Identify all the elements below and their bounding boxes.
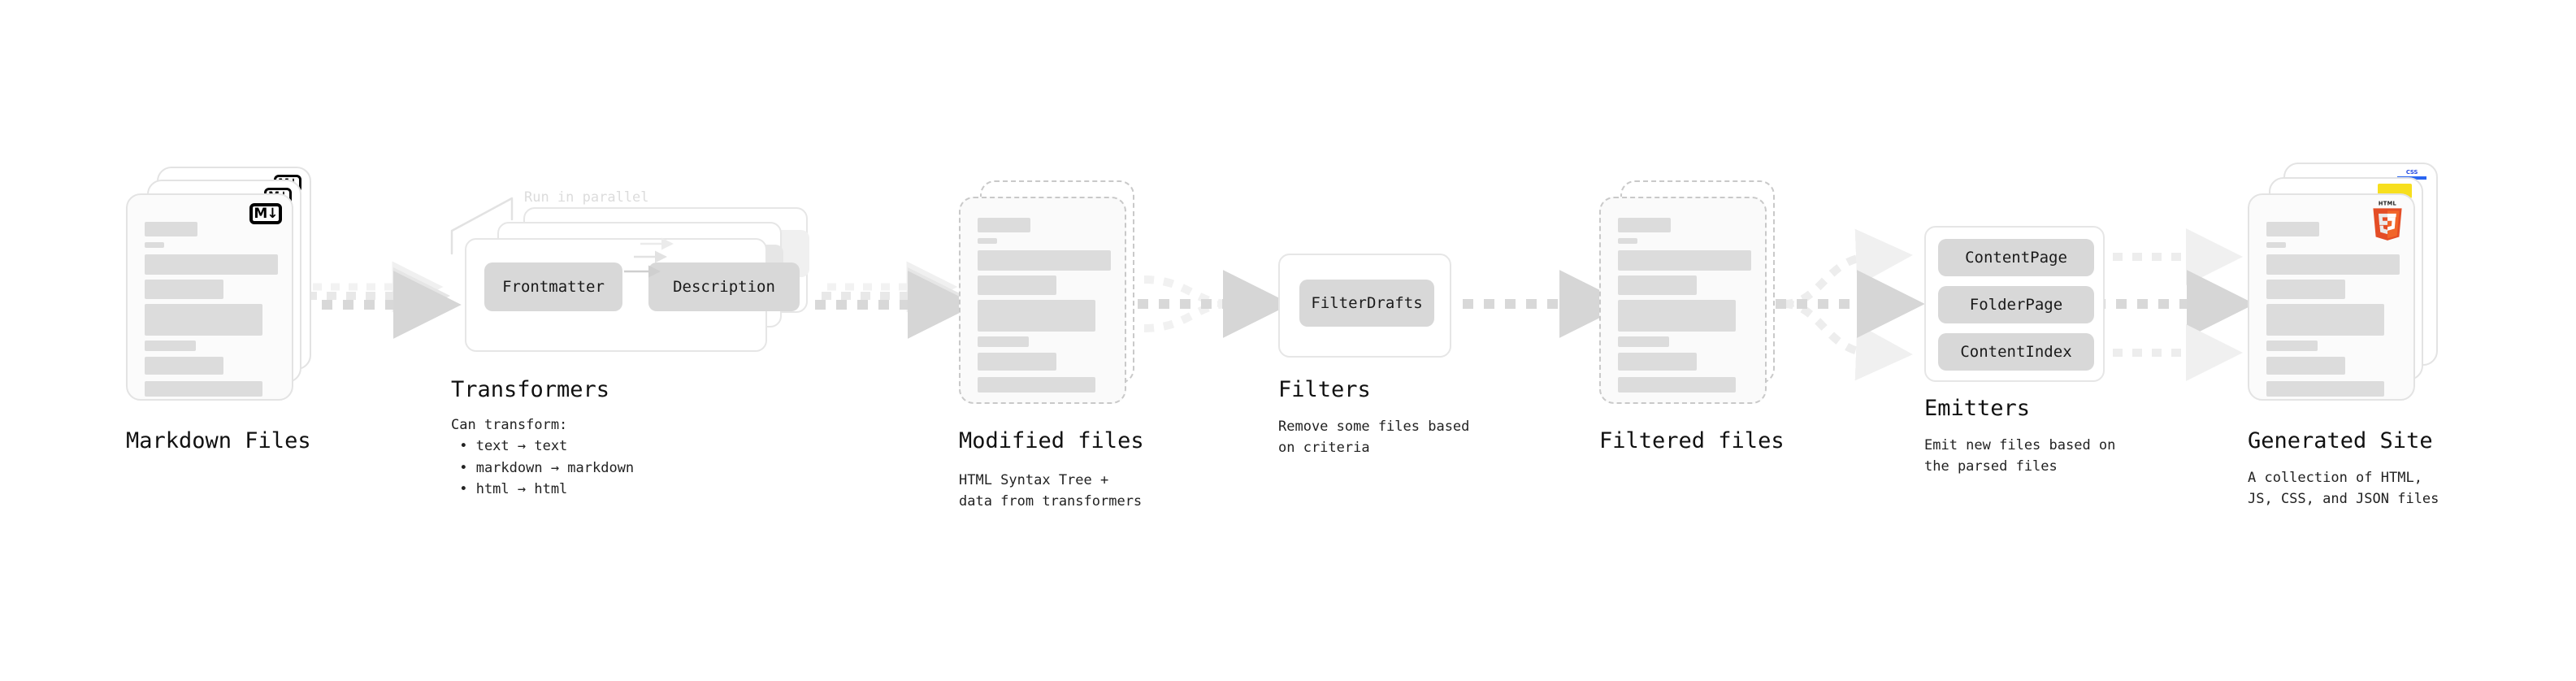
transformer-inner-arrows <box>624 237 674 278</box>
transformers-subtitle: Can transform: • text → text • markdown … <box>451 417 635 498</box>
markdown-badge: M↓ <box>249 203 282 224</box>
css-badge-label: CSS <box>2405 169 2418 176</box>
emitter-chip-label: ContentIndex <box>1960 343 2072 361</box>
emitter-chip-label: ContentPage <box>1965 249 2067 267</box>
emitters-panel[interactable]: ContentPage FolderPage ContentIndex <box>1924 226 2105 382</box>
emitters-subtitle: Emit new files based on the parsed files <box>1924 437 2116 475</box>
skeleton-line <box>1618 336 1669 347</box>
skeleton-line <box>145 254 278 275</box>
document-card-front: HTML <box>2248 193 2415 401</box>
document-card-front: M↓ <box>126 193 293 401</box>
markdown-badge-letter: M <box>254 205 267 222</box>
skeleton-line <box>1618 275 1697 295</box>
skeleton-line <box>978 300 1095 332</box>
skeleton-line <box>978 275 1056 295</box>
transformers-title: Transformers <box>451 377 610 402</box>
html5-badge: HTML <box>2373 201 2402 241</box>
skeleton-line <box>145 340 196 351</box>
transformer-card-front[interactable]: Frontmatter Description <box>465 238 800 352</box>
markdown-files-title: Markdown Files <box>126 428 311 453</box>
skeleton-line <box>2266 254 2400 275</box>
skeleton-line <box>2266 304 2384 336</box>
skeleton-line <box>2266 222 2319 236</box>
skeleton-line <box>2266 280 2345 299</box>
connector-transformers-to-modified <box>815 261 976 339</box>
skeleton-line <box>145 222 197 236</box>
run-in-parallel-bracket <box>450 197 514 255</box>
run-in-parallel-label: Run in parallel <box>524 189 649 206</box>
transformer-chip-frontmatter[interactable]: Frontmatter <box>484 262 622 311</box>
skeleton-line <box>978 336 1029 347</box>
skeleton-line <box>978 353 1056 371</box>
skeleton-line <box>1618 300 1736 332</box>
skeleton-line <box>145 242 164 248</box>
document-card-front <box>1599 197 1767 404</box>
skeleton-line <box>1618 218 1671 232</box>
connector-md-to-transformers <box>301 261 462 339</box>
skeleton-line <box>2266 340 2318 351</box>
emitters-title: Emitters <box>1924 396 2031 421</box>
skeleton-line <box>2266 242 2286 248</box>
generated-site-subtitle: A collection of HTML, JS, CSS, and JSON … <box>2248 470 2439 508</box>
skeleton-line <box>1618 377 1736 393</box>
modified-files-title: Modified files <box>959 428 1144 453</box>
emitter-chip-label: FolderPage <box>1969 296 2063 314</box>
filtered-files-title: Filtered files <box>1599 428 1785 453</box>
transformer-chip-label: Description <box>673 278 775 296</box>
skeleton-line <box>145 381 262 397</box>
connector-modified-to-filters <box>1138 270 1291 338</box>
transformer-chip-description[interactable]: Description <box>648 262 800 311</box>
filters-panel[interactable]: FilterDrafts <box>1278 254 1451 358</box>
skeleton-line <box>145 357 223 375</box>
transformer-chip-label: Frontmatter <box>502 278 605 296</box>
skeleton-line <box>1618 250 1751 271</box>
emitter-chip-contentindex[interactable]: ContentIndex <box>1938 333 2094 371</box>
skeleton-line <box>978 238 997 244</box>
filters-title: Filters <box>1278 377 1371 402</box>
connector-filtered-to-emitters <box>1776 228 1925 381</box>
generated-site-title: Generated Site <box>2248 428 2433 453</box>
skeleton-line <box>978 377 1095 393</box>
skeleton-line <box>1618 238 1637 244</box>
skeleton-line <box>978 218 1030 232</box>
skeleton-line <box>2266 381 2384 397</box>
emitter-chip-contentpage[interactable]: ContentPage <box>1938 239 2094 276</box>
skeleton-line <box>978 250 1111 271</box>
filter-chip-label: FilterDrafts <box>1311 294 1423 312</box>
filters-subtitle: Remove some files based on criteria <box>1278 419 1470 457</box>
skeleton-line <box>145 304 262 336</box>
skeleton-line <box>2266 357 2345 375</box>
connector-emitters-to-site <box>2095 228 2255 381</box>
skeleton-line <box>1618 353 1697 371</box>
emitter-chip-folderpage[interactable]: FolderPage <box>1938 286 2094 323</box>
filter-chip-filterdrafts[interactable]: FilterDrafts <box>1299 280 1434 327</box>
modified-files-subtitle: HTML Syntax Tree + data from transformer… <box>959 472 1143 510</box>
document-card-front <box>959 197 1126 404</box>
svg-text:HTML: HTML <box>2379 201 2397 207</box>
skeleton-line <box>145 280 223 299</box>
